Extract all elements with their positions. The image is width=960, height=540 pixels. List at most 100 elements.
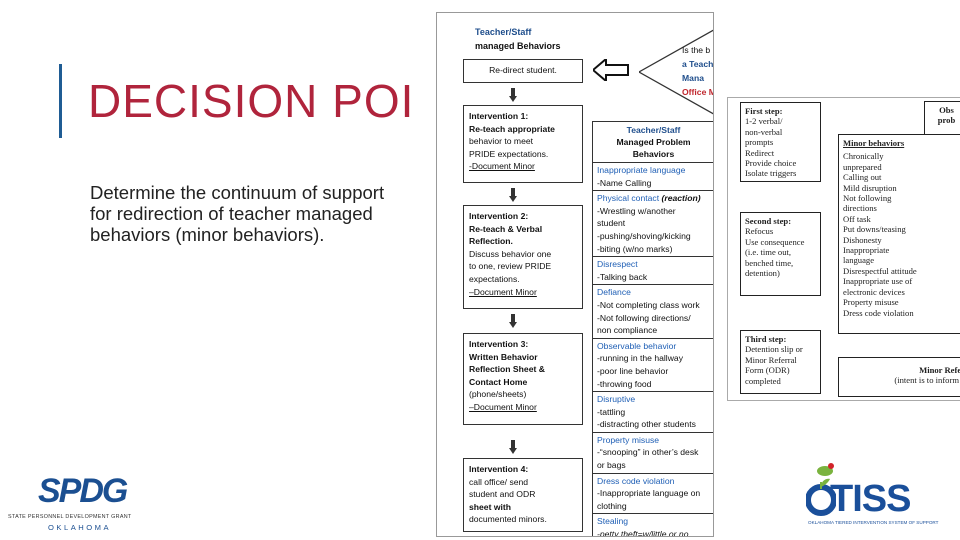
intervention-line: expectations. (469, 273, 520, 284)
step-title: First step: (745, 106, 783, 116)
intervention-line: sheet with (469, 501, 512, 512)
problem-section: Disruptive -tattling -distracting other … (593, 392, 713, 433)
minor-behavior-item: unprepared (843, 161, 882, 172)
minor-behavior-item: Disrespectful attitude (843, 265, 917, 276)
problem-item: -Inappropriate language on (597, 488, 701, 499)
decision-diamond-text: Is the b a Teach Mana Office M (682, 43, 714, 99)
step-line: detention) (745, 268, 780, 279)
intervention-line: Reflection. (469, 236, 513, 247)
problem-section: Inappropriate language -Name Calling (593, 163, 713, 192)
problem-item: -distracting other students (597, 419, 696, 430)
down-arrow-icon (509, 440, 517, 454)
minor-behavior-item: Mild disruption (843, 182, 897, 193)
step-line: 1-2 verbal/ (745, 116, 783, 127)
minor-behavior-item: Inappropriate use of (843, 276, 913, 287)
diamond-line: Office M (682, 87, 714, 97)
redirect-box: Re-direct student. (463, 59, 583, 83)
intervention-1-box: Intervention 1: Re-teach appropriate beh… (463, 105, 583, 183)
problem-item: -Name Calling (597, 177, 652, 188)
intervention-document: -Document Minor (469, 161, 535, 172)
intervention-line: documented minors. (469, 514, 547, 525)
problem-item: -Wrestling w/another (597, 205, 676, 216)
body-line: Determine the continuum of support (90, 182, 385, 203)
problem-section-heading: Physical contact (reaction) (597, 192, 710, 205)
minor-behavior-item: Calling out (843, 172, 882, 183)
problem-item: clothing (597, 500, 627, 511)
problem-section: Observable behavior -running in the hall… (593, 339, 713, 393)
down-arrow-icon (509, 314, 517, 328)
minor-referral-box: Minor Refer (intent is to inform a (838, 357, 960, 397)
step-title: Second step: (745, 216, 792, 226)
problem-list-header-line: Teacher/Staff (626, 125, 681, 135)
second-step-box: Second step: Refocus Use consequence (i.… (740, 212, 821, 296)
obs-line: Obs (939, 105, 954, 115)
minor-referral-title: Minor Refer (919, 365, 960, 375)
problem-section-heading: Inappropriate language (597, 165, 686, 175)
step-line: Redirect (745, 147, 775, 158)
left-arrow-icon (593, 59, 629, 81)
minor-behavior-item: Inappropriate (843, 245, 890, 256)
problem-section: Property misuse -“snooping” in other’s d… (593, 433, 713, 474)
step-line: completed (745, 375, 781, 386)
intervention-line: PRIDE expectations. (469, 148, 549, 159)
problem-section-heading: Disrespect (597, 259, 638, 270)
minor-behavior-item: Dishonesty (843, 234, 882, 245)
leaf-icon (817, 463, 834, 476)
problem-item: -running in the hallway (597, 353, 683, 364)
intervention-line: (phone/sheets) (469, 389, 527, 400)
flowchart-header-line2: managed Behaviors (475, 41, 561, 51)
intervention-title: Intervention 1: (469, 111, 529, 121)
problem-section: Defiance -Not completing class work -Not… (593, 285, 713, 339)
minor-behaviors-box: Minor behaviors Chronically unprepared C… (838, 134, 960, 334)
intervention-flowchart-image: Teacher/Staff managed Behaviors Is the b… (436, 12, 714, 537)
body-line: for redirection of teacher managed (90, 203, 373, 224)
spdg-logo-state: OKLAHOMA (48, 523, 112, 532)
intervention-line: Discuss behavior one (469, 248, 552, 259)
diamond-line: a Teach (682, 59, 714, 69)
step-line: Detention slip or (745, 344, 803, 355)
problem-item: -Talking back (597, 271, 648, 282)
step-title: Third step: (745, 334, 787, 344)
intervention-title: Intervention 4: (469, 464, 529, 474)
minor-behavior-item: Put downs/teasing (843, 224, 906, 235)
intervention-2-box: Intervention 2: Re-teach & Verbal Reflec… (463, 205, 583, 309)
tiss-logo-word: TISS (830, 478, 911, 520)
problem-item: -pushing/shoving/kicking (597, 230, 691, 241)
minor-behavior-item: electronic devices (843, 286, 905, 297)
step-line: Refocus (745, 226, 774, 237)
problem-item: -petty theft=w/little or no (597, 529, 689, 537)
problem-item: non compliance (597, 325, 658, 336)
problem-item: -tattling (597, 406, 626, 417)
decision-diamond (639, 29, 713, 115)
body-line: behaviors (minor behaviors). (90, 224, 325, 245)
intervention-document: –Document Minor (469, 401, 537, 412)
problem-item: -throwing food (597, 378, 652, 389)
diamond-line: Is the b (682, 45, 711, 55)
obs-line: prob (937, 115, 956, 126)
step-line: prompts (745, 137, 774, 148)
problem-section-heading: Defiance (597, 287, 631, 298)
problem-section-heading: Stealing (597, 516, 629, 527)
intervention-4-box: Intervention 4: call office/ send studen… (463, 458, 583, 532)
problem-section-heading: Dress code violation (597, 475, 675, 486)
step-line: Isolate triggers (745, 168, 797, 179)
diamond-line: Mana (682, 73, 704, 83)
intervention-line: behavior to meet (469, 136, 534, 147)
minor-behaviors-title: Minor behaviors (843, 138, 905, 148)
step-line: Form (ODR) (745, 365, 790, 376)
problem-item: student (597, 218, 626, 229)
problem-list-header: Teacher/Staff Managed Problem Behaviors (593, 122, 713, 163)
minor-behavior-item: language (843, 255, 875, 266)
intervention-document: –Document Minor (469, 286, 537, 297)
observable-problem-box: Obs prob (924, 101, 960, 135)
minor-behavior-item: Not following (843, 193, 892, 204)
flowchart-header: Teacher/Staff managed Behaviors (475, 25, 561, 53)
third-step-box: Third step: Detention slip or Minor Refe… (740, 330, 821, 394)
minor-behavior-item: Property misuse (843, 297, 899, 308)
down-arrow-icon (509, 88, 517, 102)
redirect-text: Re-direct student. (489, 65, 557, 75)
problem-item: -Not following directions/ (597, 312, 691, 323)
intervention-3-box: Intervention 3: Written Behavior Reflect… (463, 333, 583, 425)
problem-list-header-line: Behaviors (632, 149, 675, 159)
steps-flowchart-image: First step: 1-2 verbal/ non-verbal promp… (727, 97, 960, 401)
